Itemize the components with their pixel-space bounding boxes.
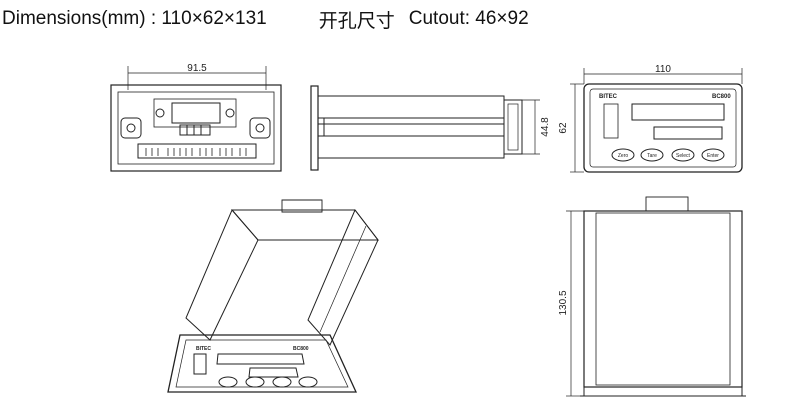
dimensions-text: Dimensions(mm) : 110×62×131: [2, 8, 267, 29]
top-view: 130.5: [558, 196, 746, 397]
top-depth-dim: 130.5: [558, 290, 569, 315]
iso-zero-button: [218, 376, 238, 388]
front-btn-zero: Zero: [618, 153, 629, 159]
iso-brand: BITEC: [196, 346, 211, 352]
side-height-dim: 44.8: [540, 117, 551, 137]
front-width-dim: 110: [655, 64, 671, 75]
front-height-dim: 62: [558, 122, 569, 134]
iso-select-button: [272, 376, 292, 388]
cutout-text: Cutout: 46×92: [408, 8, 529, 29]
back-view: 91.5: [110, 63, 282, 172]
front-brand: BITEC: [599, 94, 618, 100]
cutout-label-cn: 开孔尺寸: [318, 9, 395, 32]
side-view: 44.8: [310, 85, 551, 171]
select-button: [671, 148, 695, 162]
enter-button: [701, 148, 725, 162]
back-width-dim: 91.5: [187, 63, 207, 74]
zero-button: [611, 148, 635, 162]
dimensions-header: Dimensions(mm) : 110×62×131 开孔尺寸 Cutout:…: [0, 4, 529, 34]
front-btn-tare: Tare: [647, 153, 657, 159]
front-button-row: [611, 148, 725, 162]
front-model: BC800: [712, 94, 731, 100]
front-btn-enter: Enter: [707, 153, 719, 159]
isometric-view: BITEC BC800: [167, 199, 380, 393]
iso-enter-button: [298, 376, 318, 388]
front-btn-select: Select: [676, 153, 691, 159]
iso-model: BC800: [293, 346, 309, 352]
tare-button: [640, 148, 664, 162]
front-view: 110 62 BITEC BC800 Zero Tare Select Ente…: [558, 64, 743, 173]
iso-tare-button: [245, 376, 265, 388]
